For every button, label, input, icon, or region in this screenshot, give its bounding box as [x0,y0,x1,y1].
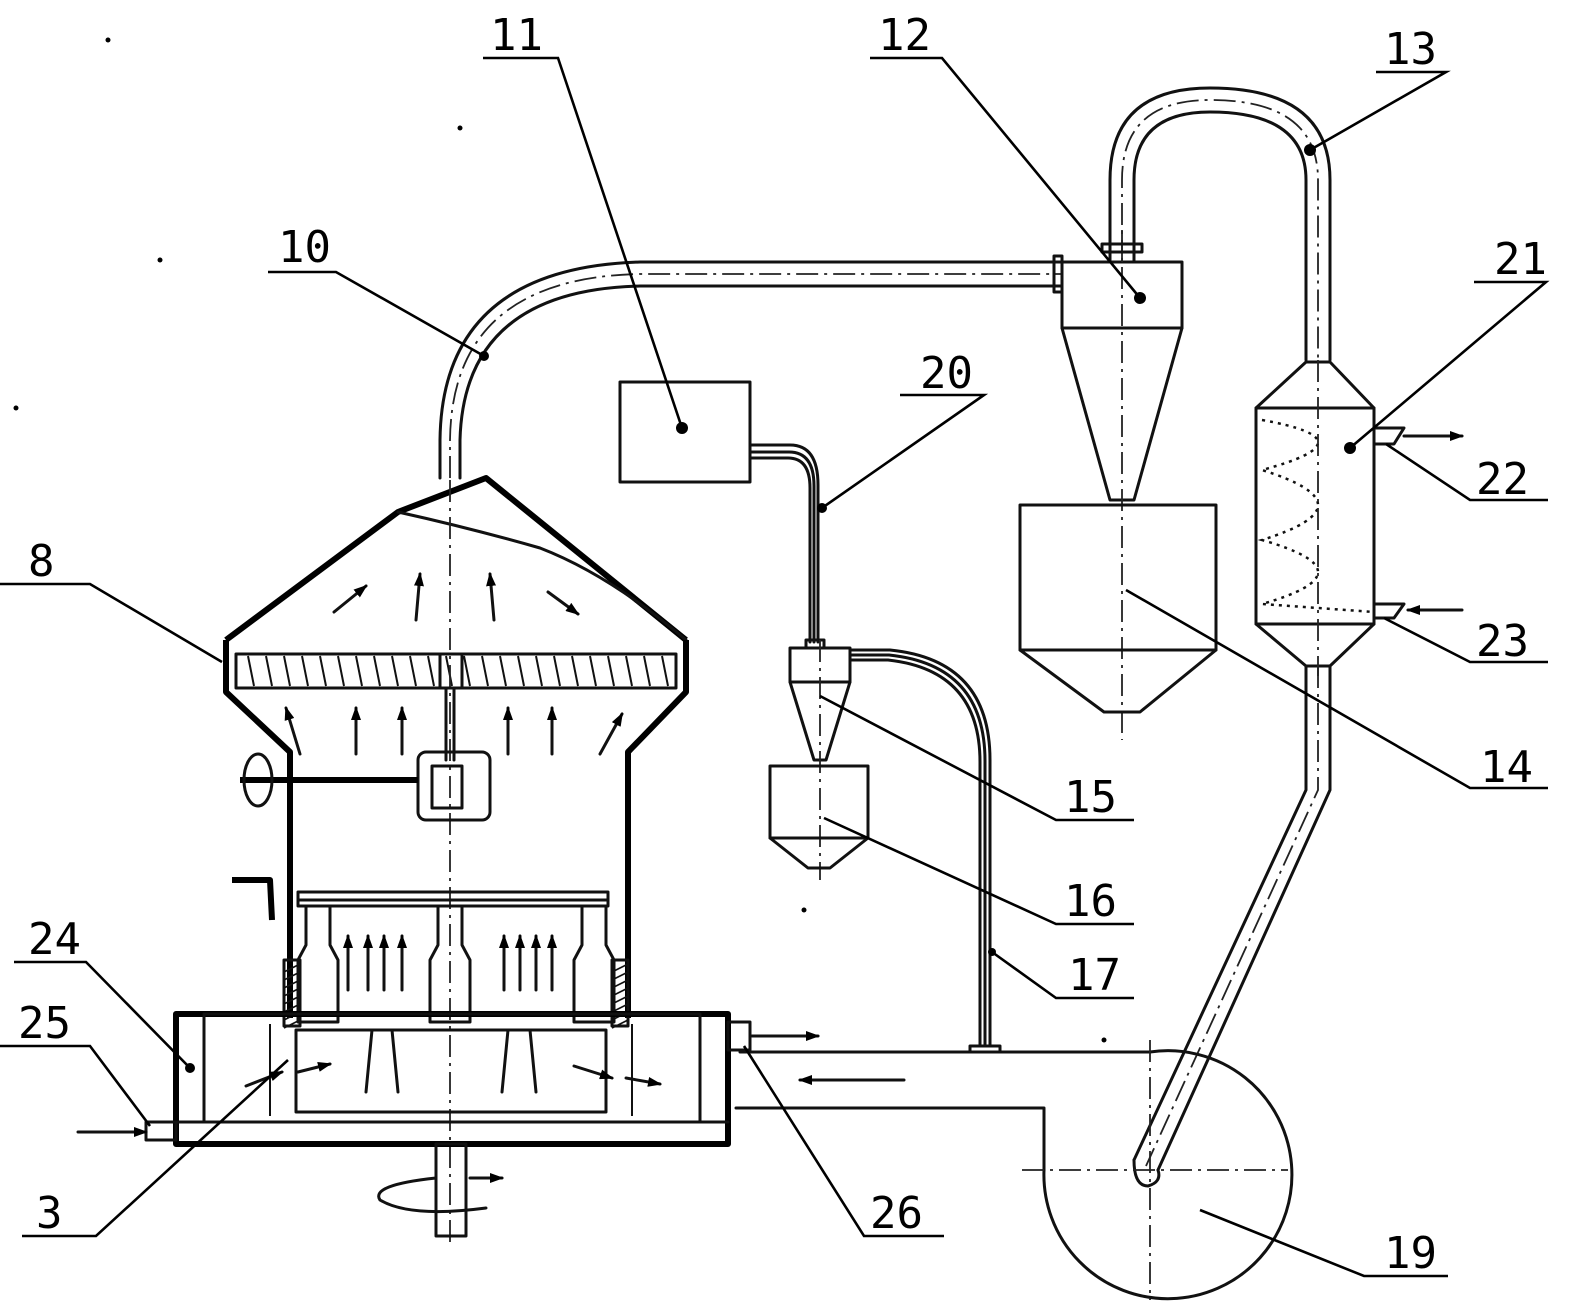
flow-arrow [413,572,424,622]
label-20: 20 [920,348,973,399]
separator-blade [373,655,381,687]
separator-blade [409,655,417,687]
label-8: 8 [28,536,55,587]
flow-arrow [296,1062,332,1074]
flow-arrow [624,1076,662,1087]
label-19: 19 [1384,1228,1437,1279]
separator-blade [265,655,273,687]
separator-blade [391,655,399,687]
reference-dots [13,37,1356,1073]
separator-blade [337,655,345,687]
flow-arrow [546,590,580,616]
separator-blade [247,655,255,687]
label-13: 13 [1384,24,1437,75]
separator-blade [535,655,543,687]
label-11: 11 [490,10,543,61]
flow-arrow [486,572,497,622]
separator-blade [301,655,309,687]
ring-hatch-line [611,979,629,989]
heat-exchanger-21 [1254,360,1406,676]
flow-arrow [284,706,302,756]
ring-hatch-line [283,963,301,973]
label-23: 23 [1476,616,1529,667]
component-labels: 11 12 13 10 20 21 22 23 8 14 15 16 17 24… [18,10,1547,1279]
ring-hatch-line [611,971,629,981]
leader-lines [0,56,1550,1278]
label-12: 12 [878,10,931,61]
separator-blade [283,655,291,687]
separator-blade [607,655,615,687]
flow-arrow [572,1064,614,1080]
label-24: 24 [28,914,81,965]
label-26: 26 [870,1188,923,1239]
separator-blade [499,655,507,687]
flow-arrow [244,1070,284,1088]
separator-blade [355,655,363,687]
flow-arrow [332,584,368,614]
separator-blade [625,655,633,687]
ring-hatch-line [283,1019,301,1029]
return-pipe [1132,664,1332,1188]
ring-hatch-line [611,995,629,1005]
separator-blade [427,655,435,687]
bin-14 [1018,503,1218,714]
ring-hatch-line [283,1003,301,1013]
separator-blade [661,655,669,687]
separator-blade [589,655,597,687]
label-3: 3 [36,1188,63,1239]
ring-hatch-line [283,987,301,997]
bin-16 [768,764,870,870]
flow-arrows [244,572,662,1088]
pipe-20 [748,443,826,650]
ring-hatch-line [611,1019,629,1029]
separator-blade [463,655,471,687]
label-16: 16 [1064,876,1117,927]
separator-blade [481,655,489,687]
label-21: 21 [1494,234,1547,285]
ring-hatch-line [611,987,629,997]
ring-hatch-line [611,1003,629,1013]
pipe-13 [1100,86,1332,362]
ring-hatch-line [283,971,301,981]
flow-arrow [598,712,624,756]
cyclone-12 [1060,230,1184,740]
box-11 [618,380,752,484]
separator-blade [571,655,579,687]
external-arrows [76,431,1464,1183]
label-15: 15 [1064,772,1117,823]
ring-hatch-line [611,963,629,973]
separator-blade [643,655,651,687]
separator-blade [319,655,327,687]
separator-blade [445,655,453,687]
ring-hatch-line [283,979,301,989]
separator-blade [517,655,525,687]
ring-hatch-line [283,995,301,1005]
separator-blade [553,655,561,687]
label-10: 10 [278,222,331,273]
pipe-17 [848,648,1002,1054]
label-25: 25 [18,998,71,1049]
label-22: 22 [1476,454,1529,505]
label-14: 14 [1480,742,1533,793]
label-17: 17 [1068,950,1121,1001]
mill-body [144,475,752,1245]
cyclone-15 [788,640,852,880]
fan-19 [734,1040,1294,1301]
